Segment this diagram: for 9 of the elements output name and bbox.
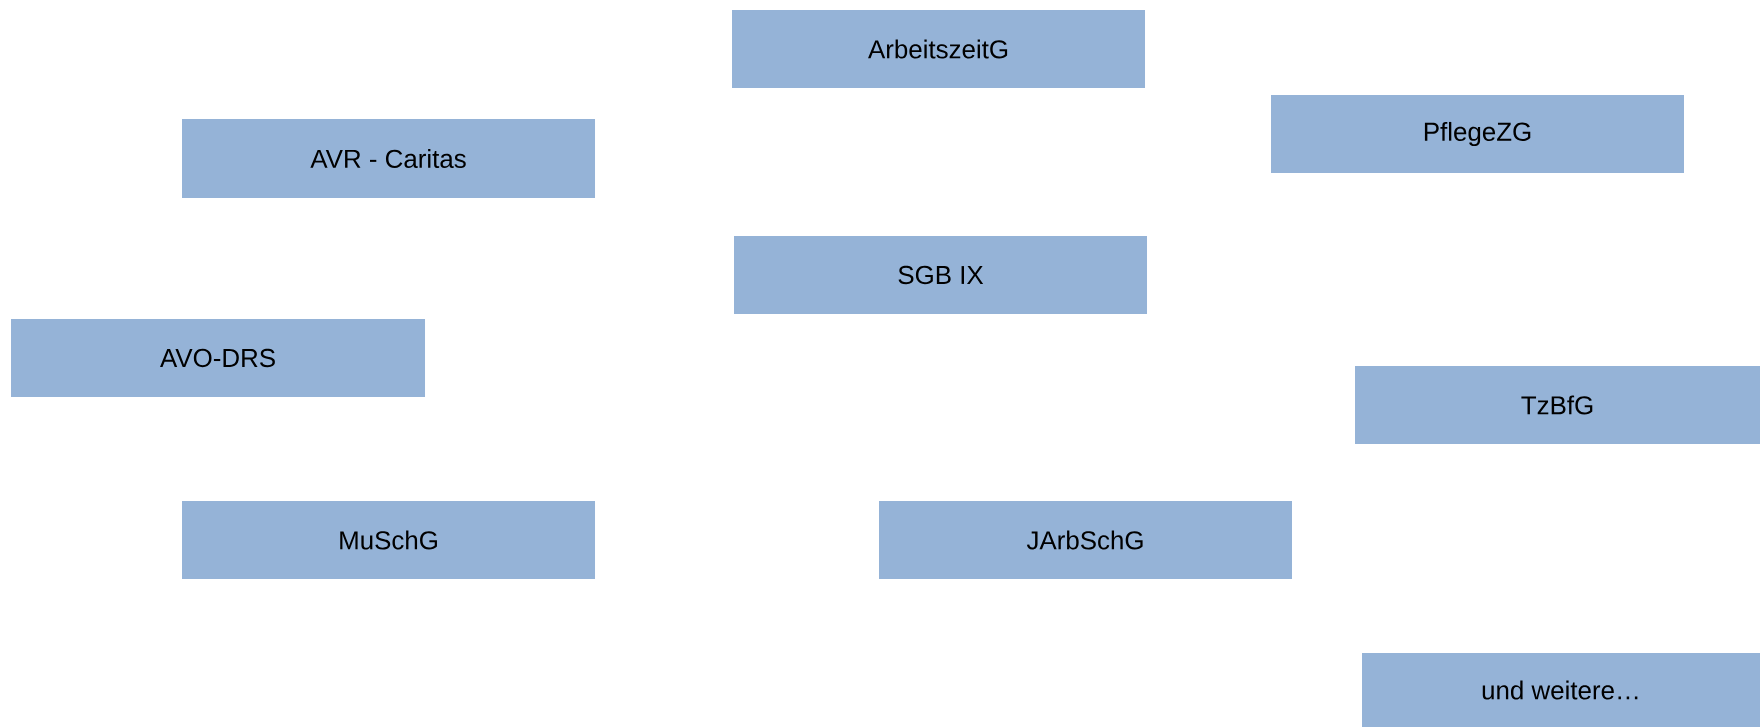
- law-box: ArbeitszeitG: [732, 10, 1145, 88]
- law-box: und weitere…: [1362, 653, 1760, 727]
- law-box: SGB IX: [734, 236, 1147, 314]
- law-box: AVR - Caritas: [182, 119, 595, 198]
- law-box: PflegeZG: [1271, 95, 1684, 173]
- law-box: TzBfG: [1355, 366, 1760, 444]
- law-box: JArbSchG: [879, 501, 1292, 579]
- law-box: AVO-DRS: [11, 319, 425, 397]
- law-box: MuSchG: [182, 501, 595, 579]
